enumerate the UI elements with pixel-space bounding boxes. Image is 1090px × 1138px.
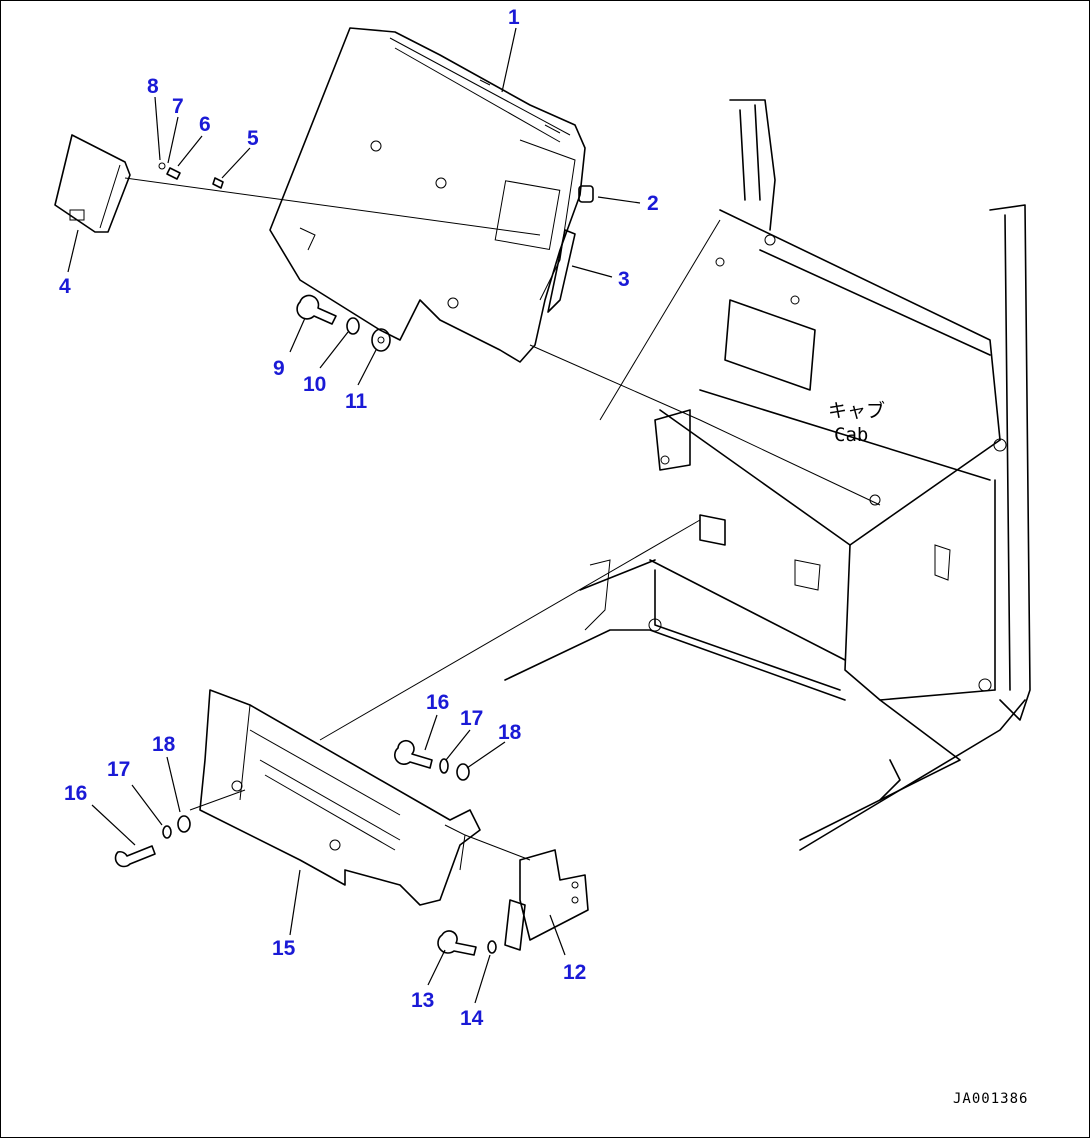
part-18-washer-lower	[177, 815, 191, 833]
part-14-washer	[487, 940, 497, 954]
assembly-lines	[124, 177, 881, 861]
fasteners-5-8	[158, 162, 224, 189]
callout-15: 15	[272, 937, 296, 960]
callout-17-lower: 17	[107, 758, 130, 781]
part-9-bolt	[296, 294, 337, 325]
callout-18-lower: 18	[152, 733, 176, 756]
callout-11: 11	[345, 390, 368, 413]
part-17-washer-upper	[439, 758, 449, 774]
part-11-washer	[371, 328, 391, 352]
document-id: JA001386	[953, 1091, 1028, 1107]
cab-structure	[504, 99, 1031, 851]
callout-2: 2	[647, 192, 659, 215]
part-13-bolt	[437, 930, 477, 956]
part-16-bolt-lower	[114, 845, 156, 868]
callout-16-upper: 16	[426, 691, 449, 714]
callout-10: 10	[303, 373, 326, 396]
callout-4: 4	[59, 275, 71, 298]
part-3-strip	[547, 229, 576, 313]
callout-14: 14	[460, 1007, 484, 1030]
callout-6: 6	[199, 113, 211, 136]
callout-16-lower: 16	[64, 782, 87, 805]
callout-13: 13	[411, 989, 434, 1012]
part-1-upper-cover	[269, 27, 586, 363]
part-15-lower-cover	[199, 689, 481, 906]
callout-7: 7	[172, 95, 184, 118]
callout-1: 1	[508, 6, 520, 29]
part-17-washer-lower	[162, 825, 172, 839]
part-10-washer	[346, 317, 360, 335]
cab-label-japanese: キャブ	[828, 399, 885, 422]
callout-8: 8	[147, 75, 159, 98]
callout-18-upper: 18	[498, 721, 522, 744]
part-16-bolt-upper	[394, 739, 433, 769]
cab-label-english: Cab	[834, 424, 868, 446]
leader-lines	[67, 27, 641, 1004]
callout-3: 3	[618, 268, 630, 291]
callout-17-upper: 17	[460, 707, 483, 730]
callout-9: 9	[273, 357, 285, 380]
part-2-clip	[578, 185, 594, 203]
part-18-washer-upper	[456, 763, 470, 781]
part-12-bracket	[504, 849, 589, 951]
callout-12: 12	[563, 961, 586, 984]
callouts: 1 2 3 4 5 6 7 8 9 10 11 12 13 14 15 16 1…	[59, 6, 659, 1030]
part-4-side-cover	[54, 134, 131, 233]
callout-5: 5	[247, 127, 259, 150]
